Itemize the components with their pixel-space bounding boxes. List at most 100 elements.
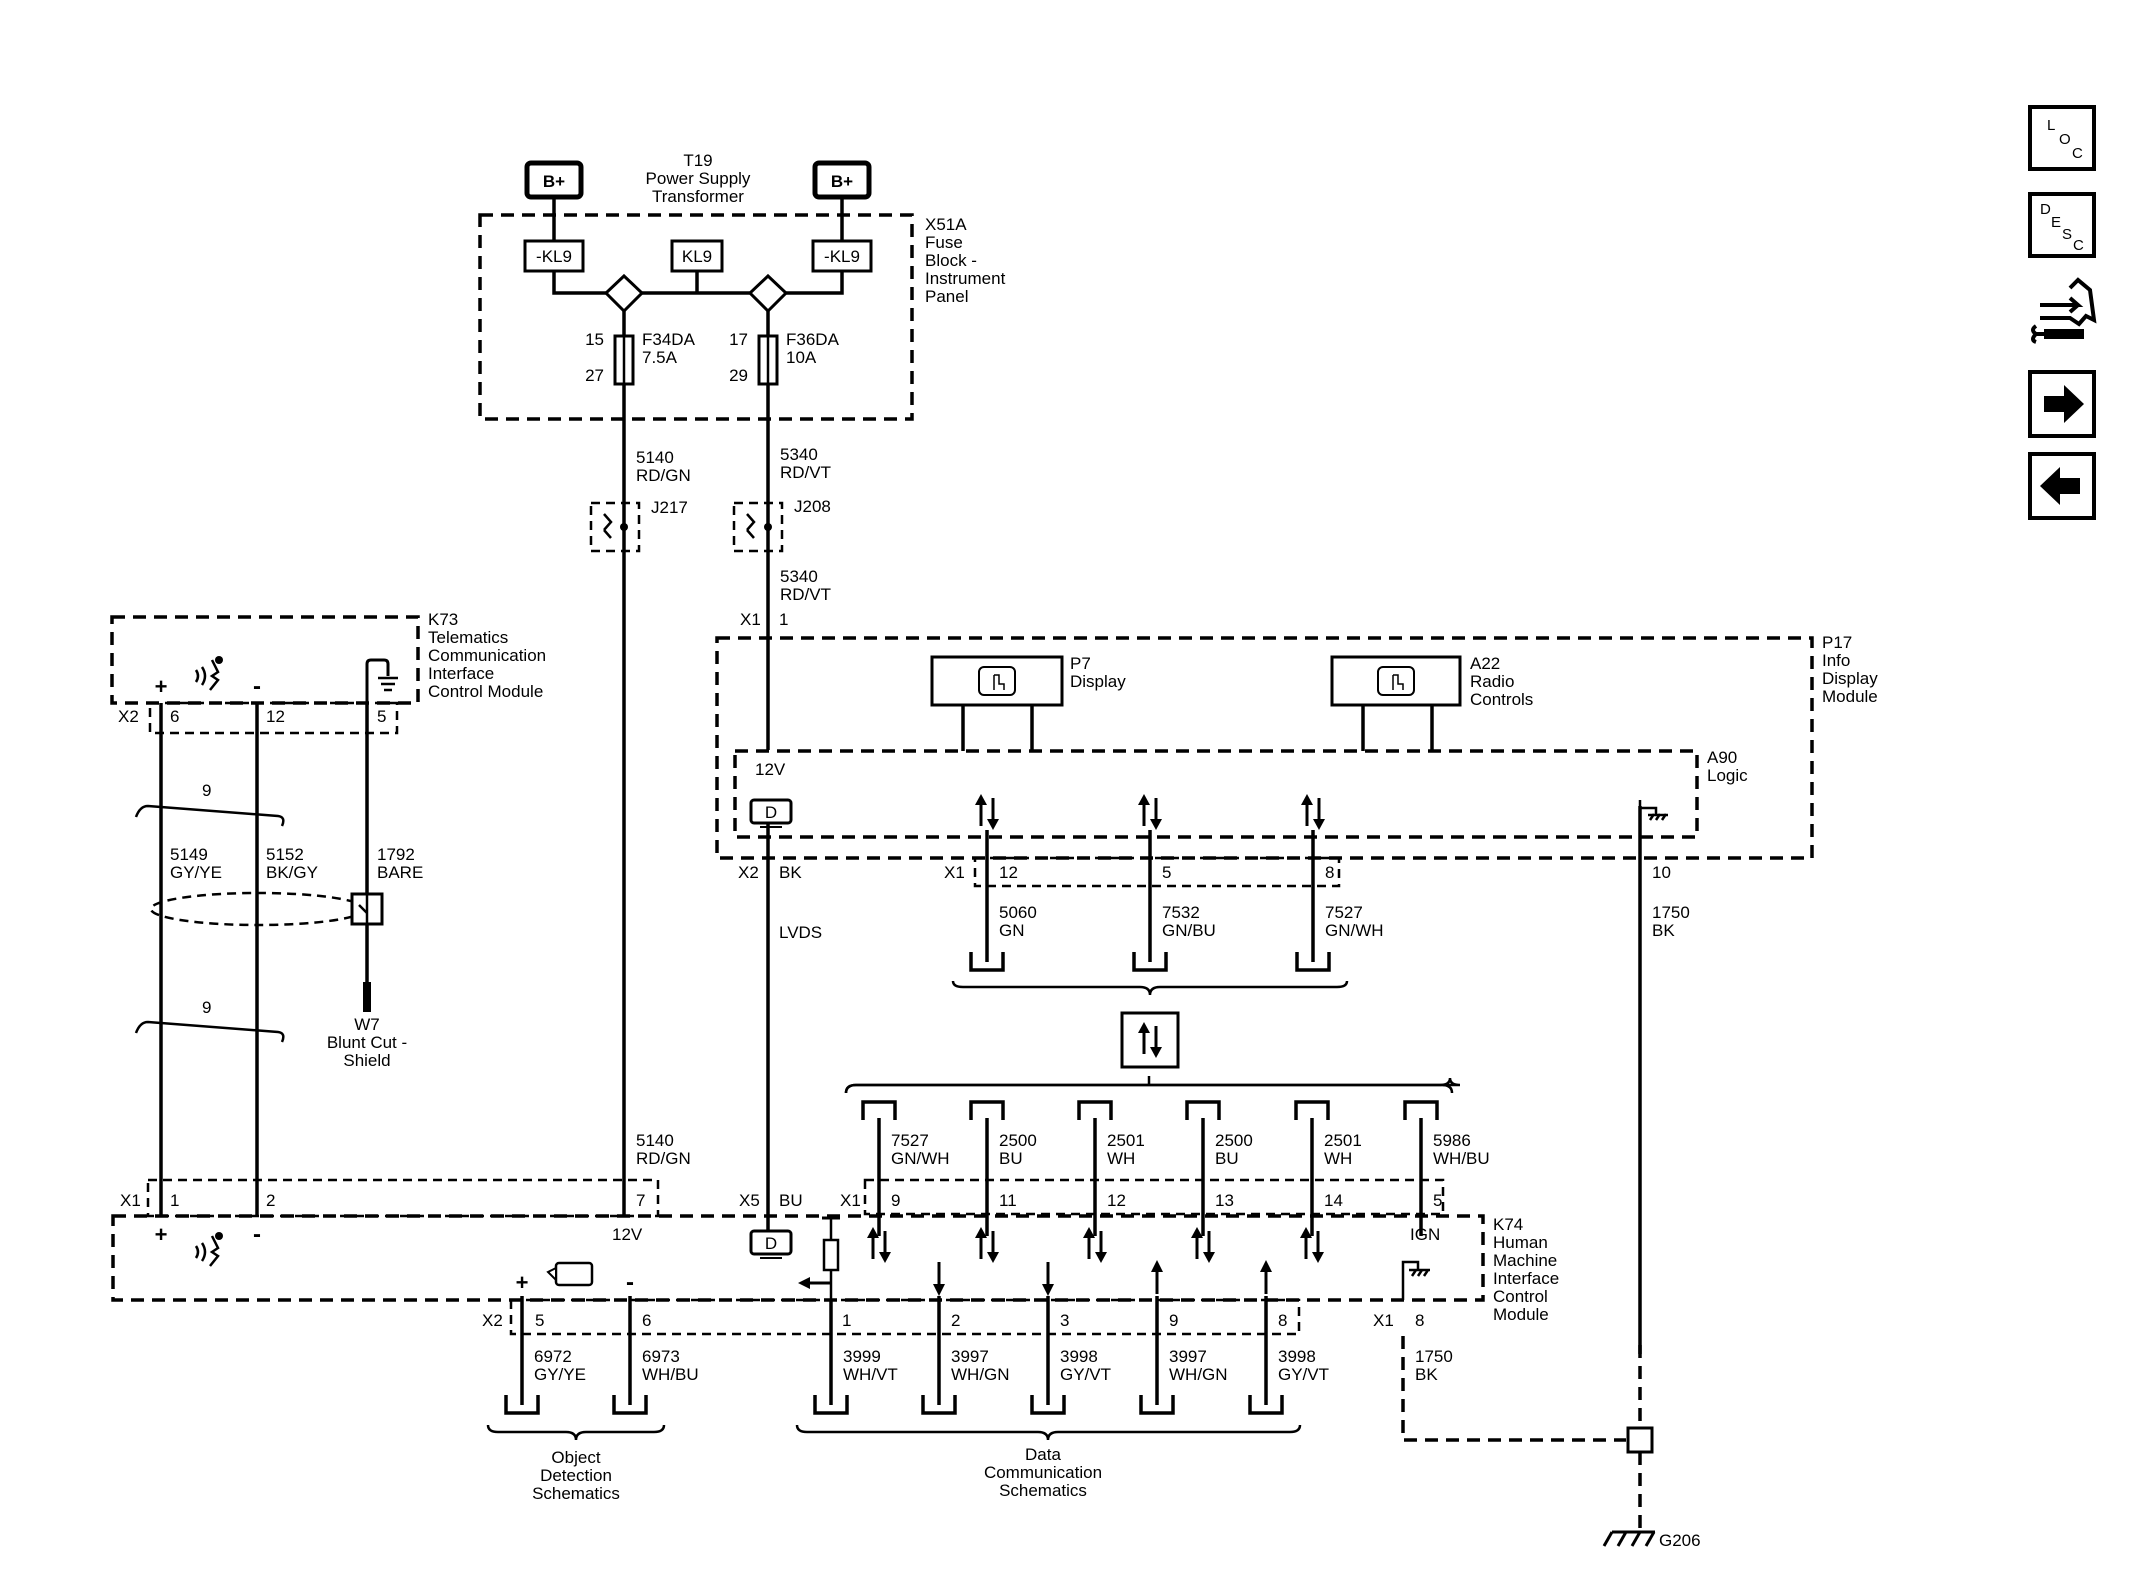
p17-l1: Info: [1822, 651, 1850, 670]
ref-object-l3[interactable]: Schematics: [532, 1484, 620, 1503]
k73-minus: -: [253, 673, 261, 700]
bus-2501b-num: 2501: [1324, 1131, 1362, 1150]
f34da-in-pin: 15: [585, 330, 604, 349]
battery-left: B+: [524, 160, 584, 200]
k74-d-label: D: [765, 1234, 777, 1253]
k74-c3: 3: [1060, 1311, 1069, 1330]
k73-pin5: 5: [377, 707, 386, 726]
ref-data-l3[interactable]: Schematics: [999, 1481, 1087, 1500]
k74-c9: 9: [1169, 1311, 1178, 1330]
twist-label-top: 9: [202, 781, 211, 800]
wire-5149-num: 5149: [170, 845, 208, 864]
wire-6972-color: GY/YE: [534, 1365, 586, 1384]
a22-l2: Controls: [1470, 690, 1533, 709]
wire-5060-num: 5060: [999, 903, 1037, 922]
data-bus-icon: [1120, 1011, 1180, 1069]
transformer-line1: Power Supply: [646, 169, 751, 188]
k73-pin12: 12: [266, 707, 285, 726]
splice-j217-label: J217: [651, 498, 688, 517]
loc-o: O: [2059, 131, 2071, 148]
fuse-block-l4: Panel: [925, 287, 968, 306]
wire-6973-color: WH/BU: [642, 1365, 699, 1384]
ref-object-l1[interactable]: Object: [551, 1448, 600, 1467]
k74-ground-icon: [1401, 1260, 1430, 1300]
k74-x2-conn: X2: [482, 1311, 503, 1330]
a90-l1: Logic: [1707, 766, 1748, 785]
k74-pin8: 8: [1415, 1311, 1424, 1330]
fuse-block-ref: X51A: [925, 215, 967, 234]
desc-button[interactable]: D E S C: [2028, 192, 2096, 258]
p7-label: Display: [1070, 672, 1126, 691]
loc-l: L: [2047, 117, 2055, 134]
p17-pin12: 12: [999, 863, 1018, 882]
diode-right: [747, 273, 789, 314]
k73-l2: Communication: [428, 646, 546, 665]
k74-pin5: 5: [1433, 1191, 1442, 1210]
k74-l5: Module: [1493, 1305, 1549, 1324]
p17-x1b-conn: X1: [944, 863, 965, 882]
ref-data-l2[interactable]: Communication: [984, 1463, 1102, 1482]
k74-plus: +: [155, 1222, 168, 1247]
ref-object-l2[interactable]: Detection: [540, 1466, 612, 1485]
g206-label: G206: [1659, 1531, 1701, 1550]
loc-button[interactable]: L O C: [2028, 105, 2096, 171]
wire-5140b-num: 5140: [636, 1131, 674, 1150]
k74-camera-icon: [554, 1261, 594, 1287]
p17-pin10: 10: [1652, 863, 1671, 882]
k74-bu-label: BU: [779, 1191, 803, 1210]
splice-j208-dot: [764, 523, 772, 531]
p17-12v: 12V: [755, 760, 786, 779]
bus-2500b-num: 2500: [1215, 1131, 1253, 1150]
p17-lvds-d-box: [749, 798, 793, 825]
forward-arrow-button[interactable]: [2028, 370, 2096, 438]
k73-microphone-icon: [194, 656, 223, 691]
wire-3997b-num: 3997: [1169, 1347, 1207, 1366]
k74-lvds-d-box: [749, 1229, 793, 1256]
wire-1750-color: BK: [1652, 921, 1675, 940]
wire-3998a-color: GY/VT: [1060, 1365, 1111, 1384]
k74-pin12: 12: [1107, 1191, 1126, 1210]
k74-pin9: 9: [891, 1191, 900, 1210]
k74-pin14: 14: [1324, 1191, 1343, 1210]
wire-5140-num: 5140: [636, 448, 674, 467]
desc-c: C: [2073, 237, 2084, 254]
back-arrow-button[interactable]: [2028, 452, 2096, 520]
bus-2501a-num: 2501: [1107, 1131, 1145, 1150]
transformer-ref: T19: [683, 151, 712, 170]
wire-3998b-color: GY/VT: [1278, 1365, 1329, 1384]
wire-5340b-color: RD/VT: [780, 585, 831, 604]
wire-5340-num: 5340: [780, 445, 818, 464]
f34da-out-pin: 27: [585, 366, 604, 385]
transformer-line2: Transformer: [652, 187, 744, 206]
wire-5060-color: GN: [999, 921, 1025, 940]
p17-pin1: 1: [779, 610, 788, 629]
twist-symbol-top: [134, 804, 285, 827]
wire-1792-num: 1792: [377, 845, 415, 864]
bus-2501a-color: WH: [1107, 1149, 1135, 1168]
g206-ground-icon: [1602, 1530, 1656, 1547]
bus-2500a-color: BU: [999, 1149, 1023, 1168]
connector-repair-icon[interactable]: [2031, 277, 2097, 344]
a22-ref: A22: [1470, 654, 1500, 673]
twist-symbol-bottom: [134, 1020, 285, 1043]
w7-ref: W7: [354, 1015, 380, 1034]
battery-left-label: B+: [543, 172, 565, 191]
w7-l1: Blunt Cut -: [327, 1033, 407, 1052]
k74-pin13: 13: [1215, 1191, 1234, 1210]
desc-e: E: [2051, 214, 2061, 231]
wire-6973-num: 6973: [642, 1347, 680, 1366]
wire-5149-color: GY/YE: [170, 863, 222, 882]
w7-l2: Shield: [343, 1051, 390, 1070]
wire-5340b-num: 5340: [780, 567, 818, 586]
k74-camera-minus: -: [626, 1269, 634, 1296]
k74-l4: Control: [1493, 1287, 1548, 1306]
p17-x1-conn: X1: [740, 610, 761, 629]
ground-wire-k74: [1401, 1336, 1626, 1442]
wire-3997b-color: WH/GN: [1169, 1365, 1228, 1384]
ref-data-l1[interactable]: Data: [1025, 1445, 1061, 1464]
p17-outline: [715, 636, 1814, 860]
bus-7527-num: 7527: [891, 1131, 929, 1150]
k74-camera-plus: +: [516, 1270, 529, 1295]
k74-l2: Machine: [1493, 1251, 1557, 1270]
splice-j217-outline: [589, 501, 641, 553]
